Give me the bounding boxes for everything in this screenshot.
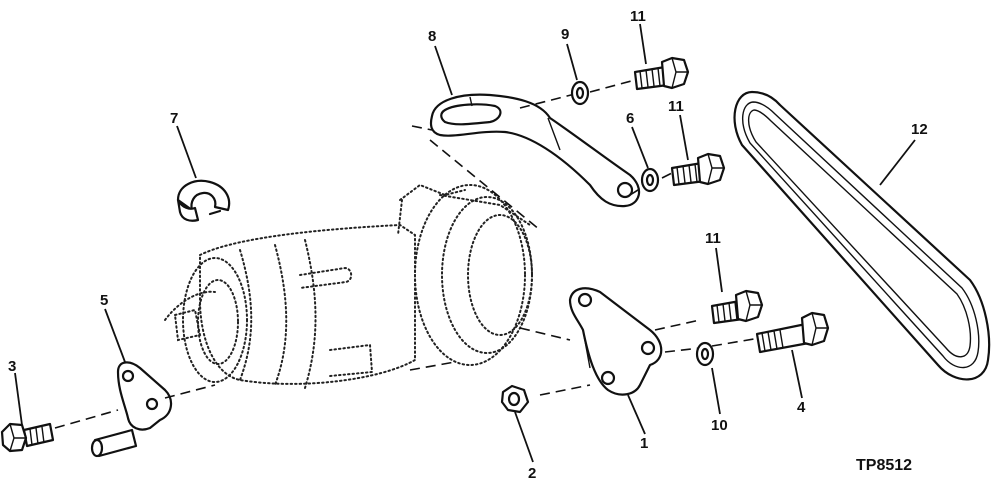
mount-line-bolt11a: [519, 79, 636, 109]
split-bushing: [176, 179, 231, 222]
figure-id: TP8512: [856, 457, 912, 474]
washer-6: [640, 167, 660, 193]
washer-9: [570, 80, 590, 106]
callout-11-top: 11: [630, 8, 646, 25]
callout-10: 10: [711, 417, 728, 434]
mount-line-bolt4: [664, 337, 761, 353]
callout-1: 1: [640, 435, 648, 452]
lock-washer-10: [695, 341, 715, 367]
callout-11-middle: 11: [668, 98, 684, 115]
bolt-4: [755, 311, 830, 354]
callout-9: 9: [561, 26, 569, 43]
bolt-11-lower: [710, 289, 764, 325]
bolt-11-top: [633, 56, 690, 91]
callout-11-lower: 11: [705, 230, 721, 247]
upper-bracket: [429, 93, 641, 208]
callout-12: 12: [911, 121, 928, 138]
leader-lines: [14, 23, 916, 463]
mount-line-upper: [411, 125, 541, 231]
callout-8: 8: [428, 28, 436, 45]
lower-bracket: [568, 287, 663, 396]
mount-line-lower: [409, 319, 701, 396]
drive-belt: [733, 90, 991, 381]
compressor-phantom: [164, 183, 533, 389]
bolt-11-middle: [670, 152, 726, 187]
bolt-3: [0, 422, 55, 453]
callout-3: 3: [8, 358, 16, 375]
callout-2: 2: [528, 465, 536, 481]
callout-7: 7: [170, 110, 178, 127]
nut-2: [500, 384, 530, 414]
callout-5: 5: [100, 292, 108, 309]
callout-6: 6: [626, 110, 634, 127]
mount-line-bolt3: [54, 384, 216, 429]
callout-4: 4: [797, 399, 806, 416]
pin-plate: [90, 361, 173, 458]
mount-line-bolt11b: [629, 172, 673, 196]
